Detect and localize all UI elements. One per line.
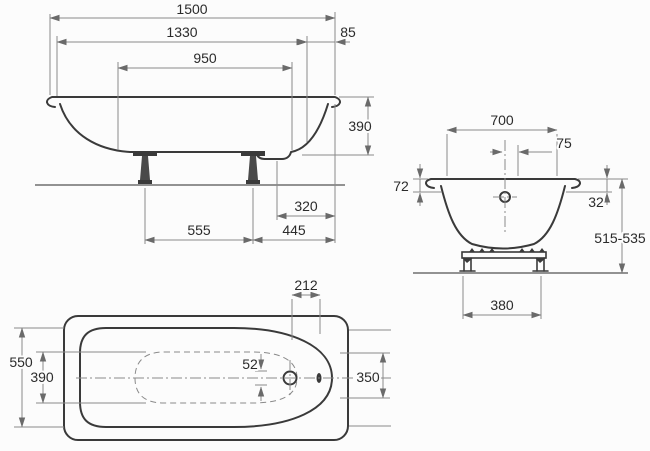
dim-depth: 390 (346, 96, 374, 156)
plan-basin (79, 327, 333, 428)
frame-leg-right (532, 257, 549, 272)
dim-install-height: 515-535 (592, 178, 648, 274)
support-frame (459, 248, 549, 272)
dim-label-install-height: 515-535 (594, 230, 646, 246)
dim-label-rim-drop-left: 72 (393, 178, 409, 194)
dim-label-depth: 390 (348, 118, 372, 134)
leg-bracket (241, 151, 265, 156)
dim-label-top-width: 700 (490, 112, 514, 128)
dim-overflow-offset: 75 (490, 133, 574, 156)
dim-label-overall-length: 1500 (176, 1, 207, 17)
dim-label-drain-diameter: 52 (242, 356, 258, 372)
side-leg-right (241, 151, 265, 184)
leg-stem (140, 156, 150, 180)
dim-label-rim-length: 1330 (166, 24, 197, 40)
dim-drain-diameter: 52 (240, 354, 267, 401)
dim-bottom-length: 950 (117, 48, 293, 72)
dim-outer-width: 550 (7, 327, 35, 428)
side-tub-rim (46, 96, 341, 108)
side-view: 1500 1330 85 950 390 320 (35, 0, 374, 244)
dim-overall-length: 1500 (49, 0, 336, 22)
side-tub-profile (59, 103, 329, 160)
dim-label-drain-to-end-plan: 212 (294, 277, 318, 293)
frame-rail (461, 251, 547, 259)
dim-label-leg-spacing: 555 (187, 222, 211, 238)
frame-leg-left (459, 257, 476, 272)
leg-stem (248, 156, 258, 180)
dim-end-offset: 85 (294, 22, 358, 46)
dim-bottom-width: 390 (28, 351, 56, 404)
dim-support-width: 380 (462, 295, 542, 319)
end-tub-profile (440, 185, 566, 250)
dim-leg-to-end: 445 (252, 220, 336, 244)
dim-top-width: 700 (446, 110, 558, 134)
dim-drain-to-end-plan: 212 (291, 275, 321, 299)
dim-label-drain-to-end: 320 (294, 198, 318, 214)
dim-label-leg-to-end: 445 (282, 222, 306, 238)
dim-leg-spacing: 555 (144, 220, 254, 244)
leg-foot (138, 180, 152, 184)
dim-label-support-width: 380 (490, 297, 514, 313)
dim-rim-drop-right: 32 (586, 165, 611, 212)
end-tub-rim (425, 178, 581, 189)
dim-label-rim-drop-right: 32 (588, 194, 604, 210)
plan-bottom-outline (134, 351, 298, 404)
dim-label-bottom-length: 950 (193, 50, 217, 66)
side-leg-left (133, 151, 157, 184)
dim-label-end-offset: 85 (340, 24, 356, 40)
dim-rim-drop-left: 72 (391, 164, 424, 206)
dim-rim-length: 1330 (56, 22, 308, 46)
leg-bracket (133, 151, 157, 156)
end-view: 700 75 72 32 515-535 (391, 110, 648, 319)
leg-foot (246, 180, 260, 184)
dim-label-end-inner-width: 350 (356, 369, 380, 385)
dim-label-overflow-offset: 75 (556, 135, 572, 151)
dim-label-bottom-width: 390 (30, 369, 54, 385)
dim-drain-to-end: 320 (276, 196, 336, 220)
plan-view: 212 550 390 350 52 (7, 275, 392, 441)
dim-label-outer-width: 550 (9, 354, 33, 370)
dim-end-inner-width: 350 (354, 352, 387, 399)
